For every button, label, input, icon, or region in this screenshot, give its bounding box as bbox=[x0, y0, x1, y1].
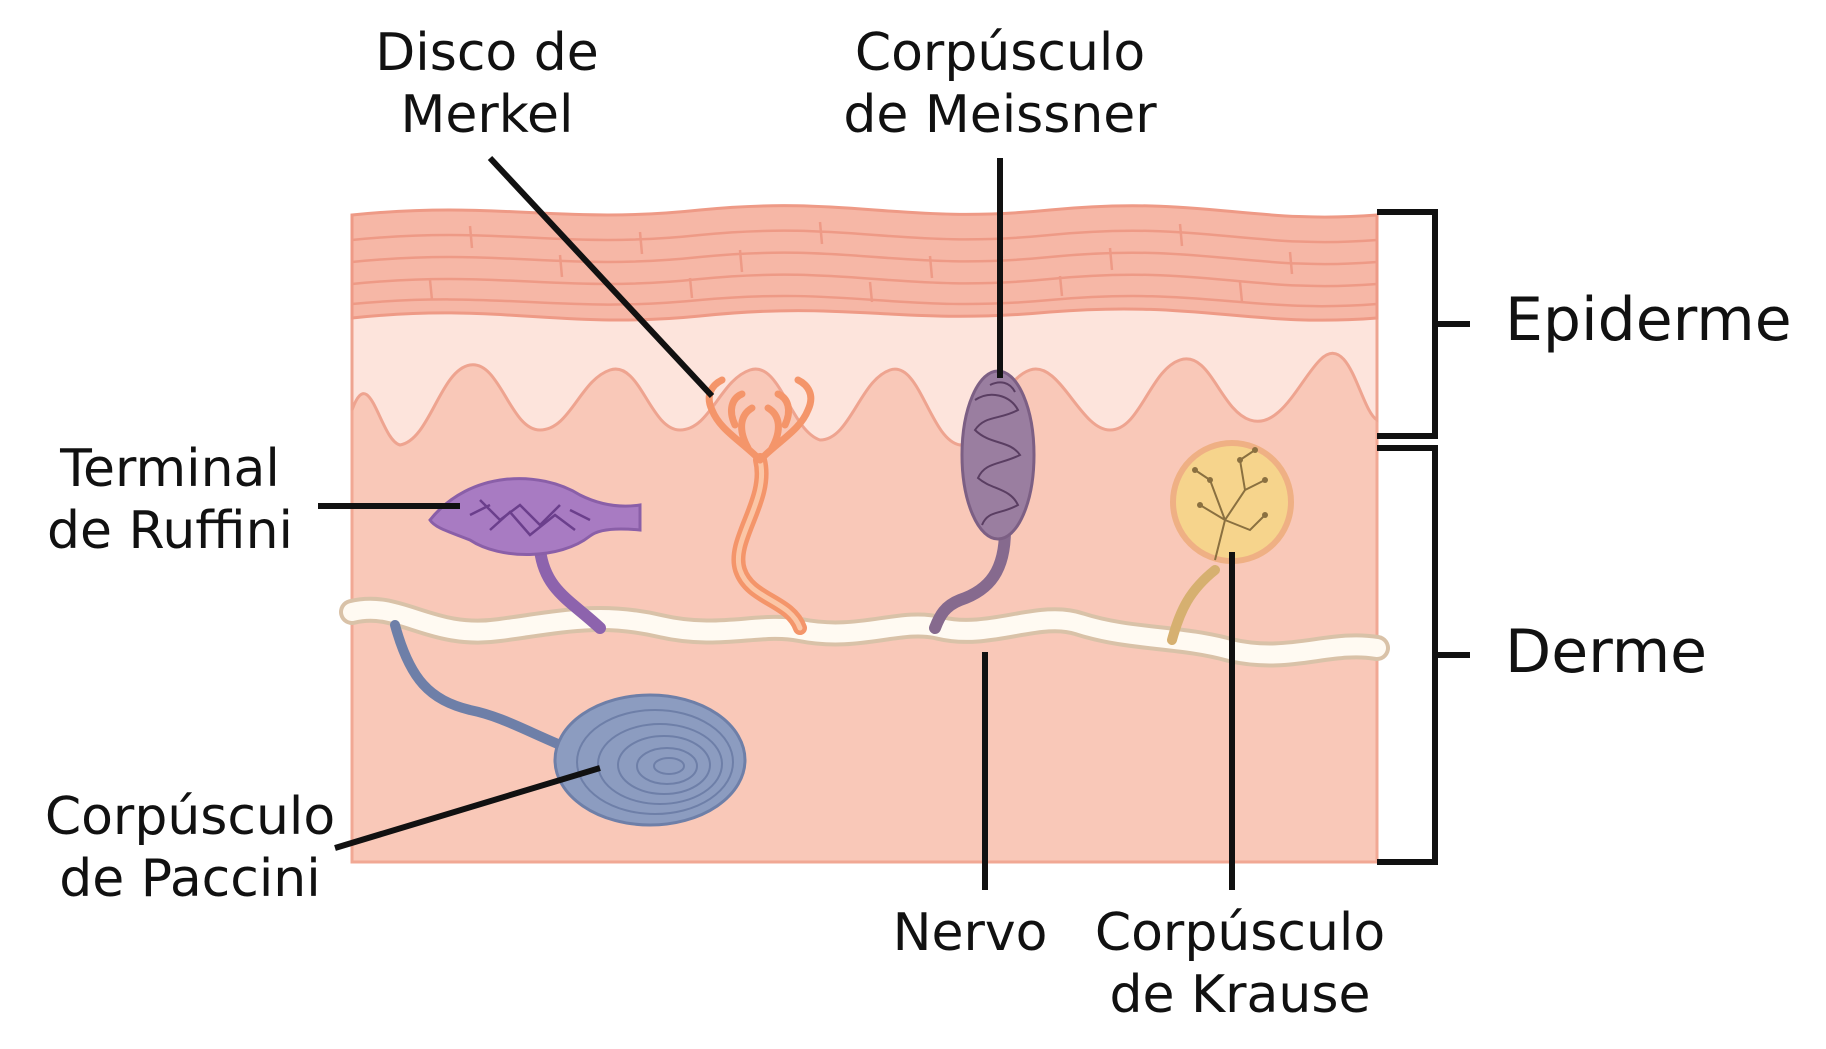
epidermis-basal-layer bbox=[350, 298, 1379, 447]
ruffini-branches bbox=[469, 499, 591, 537]
label-paccini: Corpúsculo de Paccini bbox=[44, 787, 336, 909]
paccini-corpuscle bbox=[553, 693, 747, 827]
label-ruffini: Terminal de Ruffini bbox=[47, 439, 293, 561]
krause-corpuscle bbox=[1170, 440, 1294, 564]
meissner-coils bbox=[973, 381, 1022, 526]
meissner-stem bbox=[929, 524, 1011, 634]
ruffini-ending bbox=[428, 477, 642, 556]
epidermis-bracket bbox=[1377, 209, 1470, 439]
krause-stem bbox=[1167, 565, 1220, 645]
epidermis-corneum-layer bbox=[350, 204, 1379, 322]
krause-knobs bbox=[1192, 447, 1268, 518]
leader-lines bbox=[318, 155, 1235, 890]
label-meissner: Corpúsculo de Meissner bbox=[843, 23, 1157, 145]
label-nervo: Nervo bbox=[892, 903, 1048, 963]
label-krause: Corpúsculo de Krause bbox=[1094, 903, 1386, 1025]
leader-merkel bbox=[487, 155, 715, 399]
paccini-lamellae bbox=[576, 709, 734, 815]
label-derme: Derme bbox=[1505, 617, 1708, 687]
leader-paccini bbox=[334, 765, 601, 851]
label-epiderme: Epiderme bbox=[1505, 285, 1792, 355]
paccini-stem bbox=[390, 620, 605, 765]
merkel-disc bbox=[705, 376, 815, 464]
label-merkel: Disco de Merkel bbox=[375, 23, 599, 145]
ruffini-stem bbox=[534, 544, 606, 634]
dermis-bracket bbox=[1377, 445, 1470, 865]
krause-branches bbox=[1194, 449, 1266, 561]
corneum-lines bbox=[351, 221, 1378, 308]
